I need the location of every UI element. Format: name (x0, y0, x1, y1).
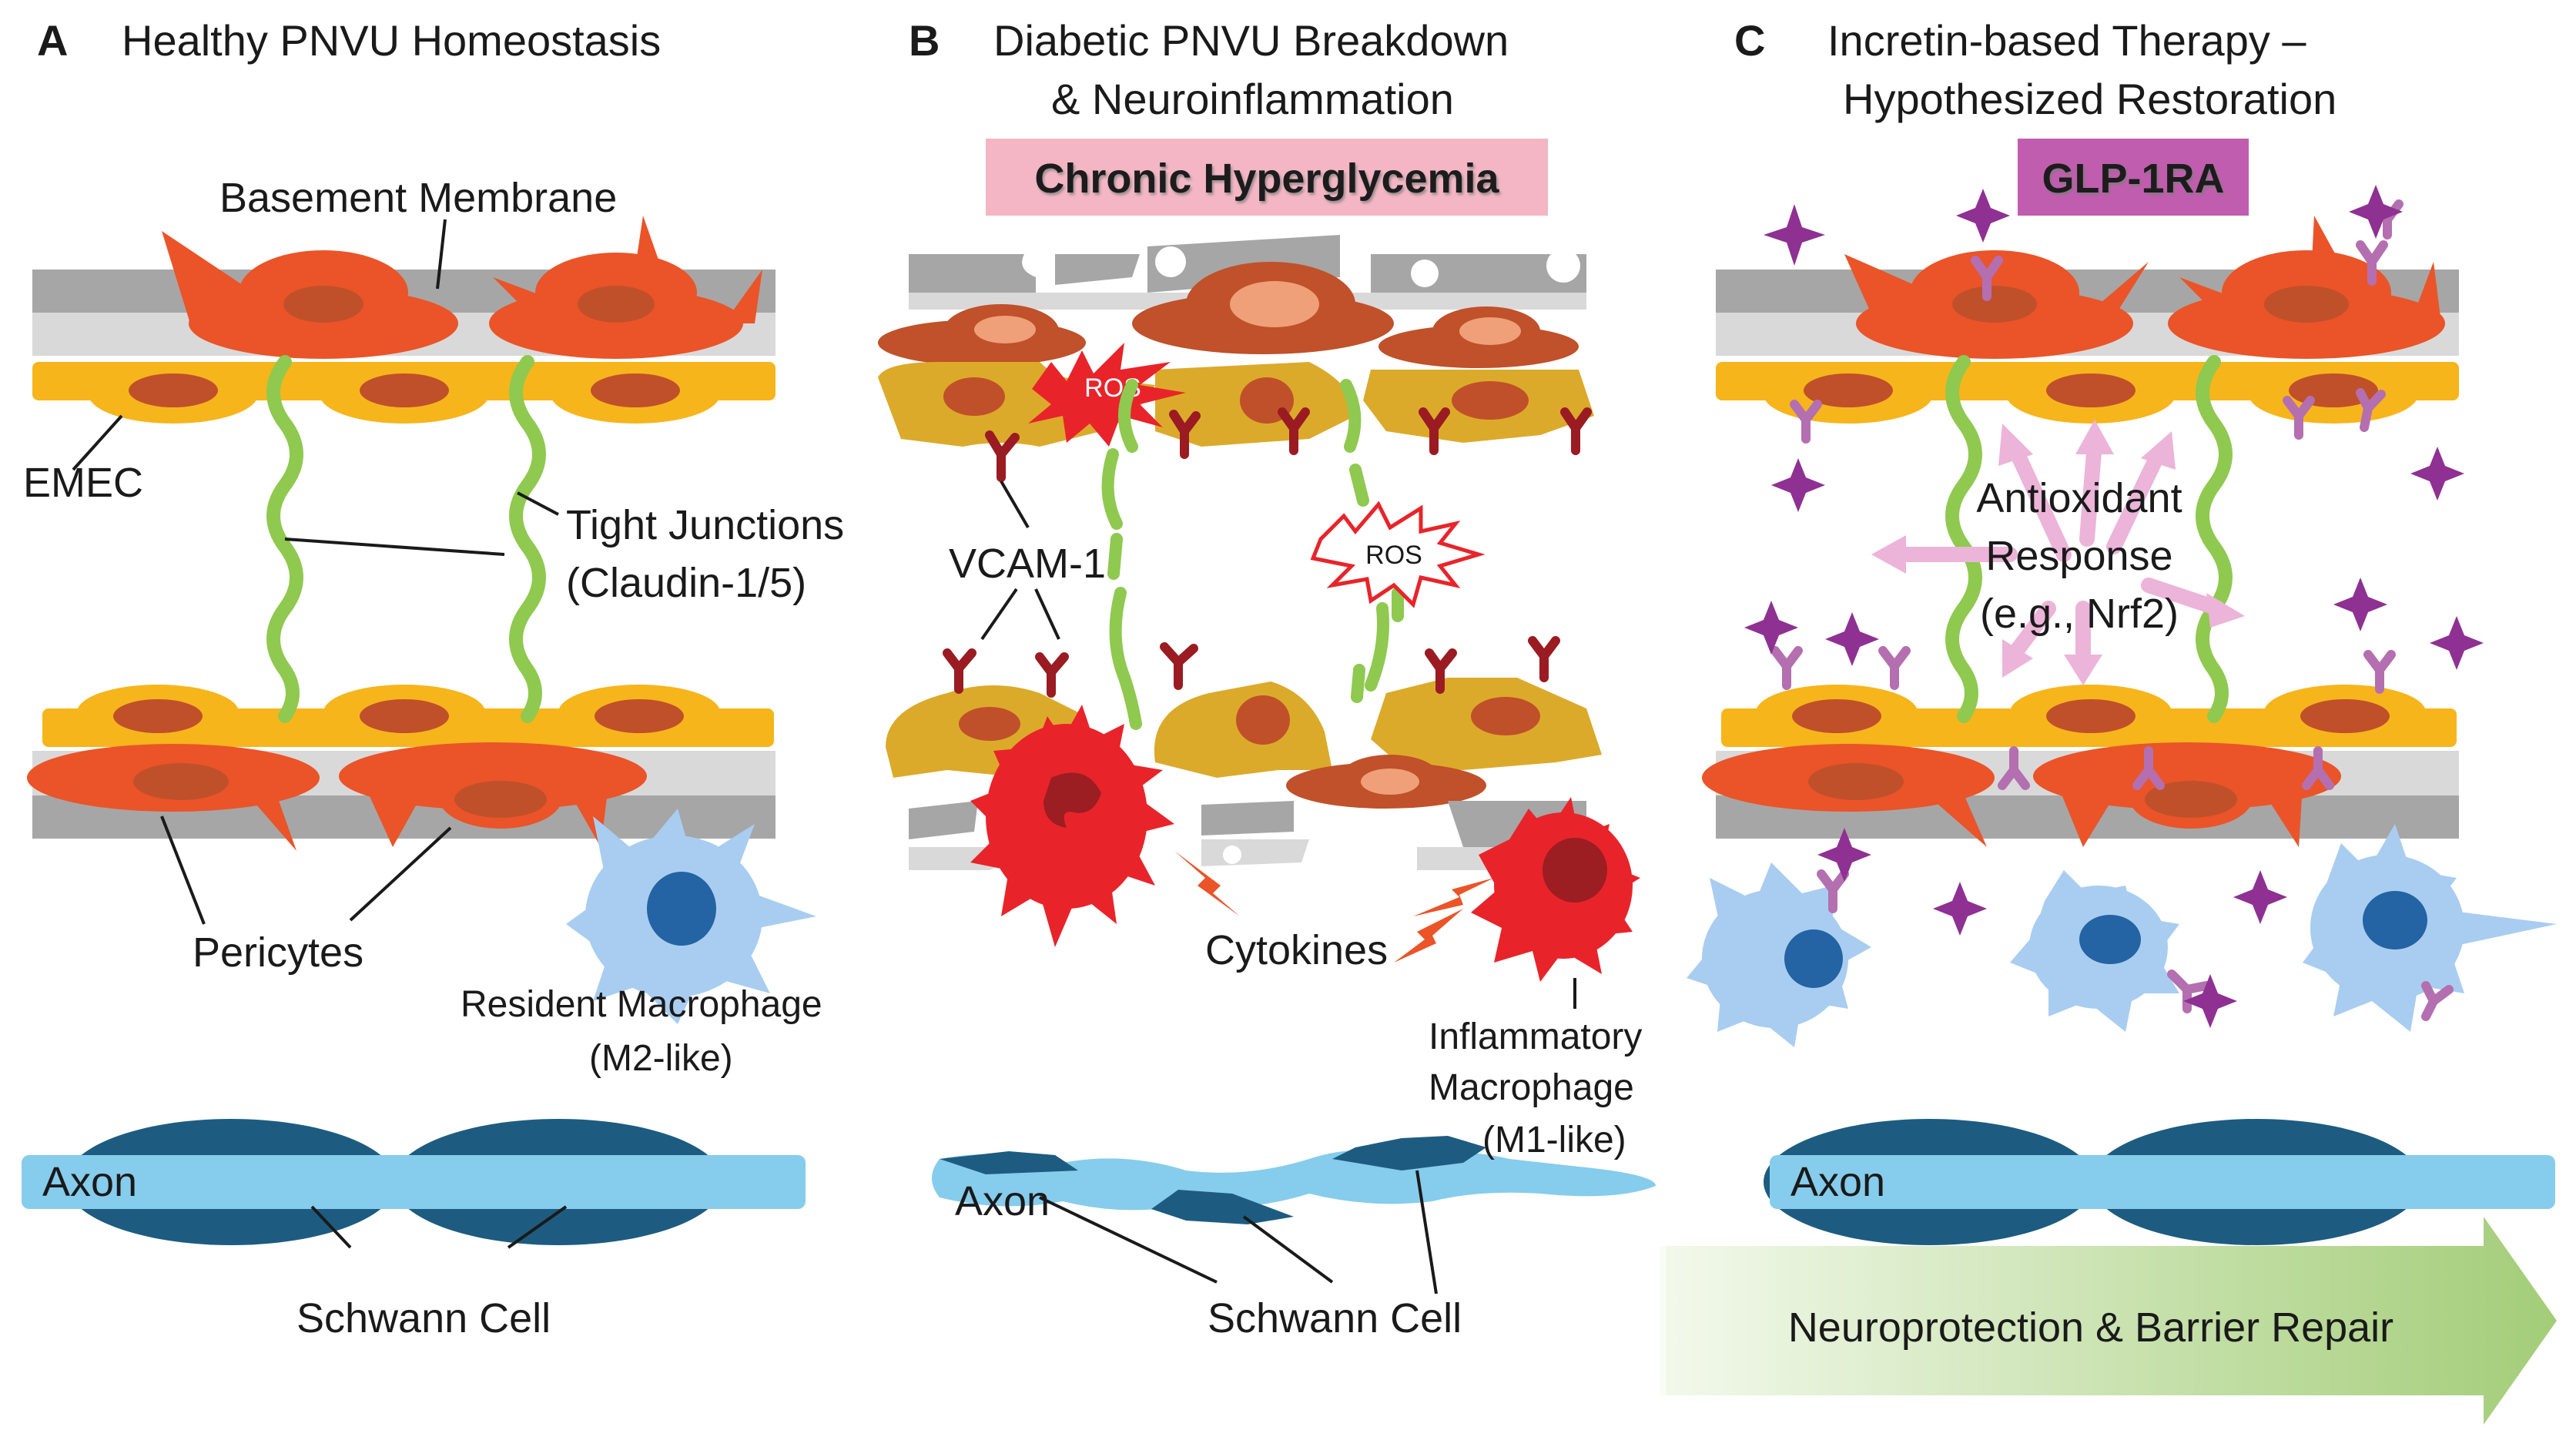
glp1ra-banner (2018, 139, 2249, 216)
axon-damaged-b (932, 1136, 1656, 1224)
restored-macrophage-left (1687, 862, 1871, 1047)
axon-restored-c (1764, 1119, 2555, 1245)
restored-macrophage-middle (2010, 870, 2179, 1032)
panel-c-title-line1: Incretin-based Therapy – (1827, 16, 2306, 65)
glp1ra-banner-label: GLP-1RA (2042, 156, 2224, 202)
ros-burst-2: ROS (1310, 501, 1486, 608)
panel-c: C Incretin-based Therapy – Hypothesized … (1660, 16, 2557, 1425)
cytokine-bolts (1174, 851, 1494, 963)
label-cytokines: Cytokines (1205, 927, 1388, 973)
antioxidant-arrows (1887, 435, 2226, 670)
label-pericytes: Pericytes (193, 929, 363, 976)
tight-junction-left (266, 355, 303, 723)
damaged-pericytes-top (878, 262, 1579, 368)
outcome-arrow (1660, 1217, 2557, 1425)
tight-junction-right (509, 355, 546, 723)
hyperglycemia-banner-label: Chronic Hyperglycemia (1034, 156, 1499, 202)
damaged-pericyte-bottom (1286, 755, 1486, 809)
label-macrophage: Macrophage (1429, 1067, 1634, 1108)
panel-c-title-line2: Hypothesized Restoration (1843, 75, 2336, 123)
label-m2-like: (M2-like) (589, 1038, 733, 1079)
axon-bar-c (1770, 1155, 2555, 1209)
label-emec: EMEC (23, 460, 143, 506)
panel-a: A Healthy PNVU Homeostasis (22, 16, 844, 1341)
damaged-emec-bottom (886, 678, 1602, 778)
panel-b-title-line1: Diabetic PNVU Breakdown (993, 16, 1509, 65)
label-m1-like: (M1-like) (1482, 1120, 1626, 1160)
pericyte-top-left (162, 231, 458, 359)
label-basement-membrane: Basement Membrane (219, 175, 617, 221)
resident-macrophage (566, 809, 816, 1024)
restored-emec-nuclei-top (1804, 373, 2378, 407)
pericyte-top-right (489, 216, 762, 359)
restored-emec-nuclei-bottom (1792, 699, 2390, 733)
panel-a-title: Healthy PNVU Homeostasis (122, 16, 661, 65)
label-nrf2: (e.g., Nrf2) (1980, 591, 2179, 637)
axon-healthy-a (22, 1119, 806, 1245)
label-axon-c: Axon (1790, 1159, 1885, 1205)
panel-c-letter: C (1734, 16, 1765, 65)
pericyte-bottom-left (27, 744, 320, 851)
label-axon-a: Axon (42, 1159, 137, 1205)
label-inflammatory: Inflammatory (1429, 1016, 1642, 1057)
pericyte-bottom-right (339, 742, 647, 847)
schwann-fragment-2 (1151, 1190, 1294, 1224)
restored-pericyte-bottom-left (1702, 744, 1995, 847)
panel-b-letter: B (909, 16, 940, 65)
m1-macrophage-left (970, 705, 1174, 947)
glp1-receptors (1770, 199, 2454, 1021)
vcam-receptors-bottom (943, 636, 1560, 698)
label-antioxidant: Antioxidant (1976, 475, 2182, 521)
label-vcam: VCAM-1 (949, 541, 1106, 587)
broken-tight-junctions (1101, 379, 1404, 730)
label-claudin: (Claudin-1/5) (566, 560, 806, 606)
restored-pericyte-top-left (1844, 250, 2149, 359)
antioxidant-arrowheads (1871, 420, 2245, 685)
emec-nuclei-bottom (113, 699, 684, 733)
emec-nuclei-top (129, 373, 680, 407)
label-schwann-b: Schwann Cell (1208, 1295, 1462, 1341)
restored-pericyte-bottom-right (2033, 742, 2341, 847)
label-schwann-a: Schwann Cell (296, 1295, 551, 1341)
m1-macrophage-right (1471, 797, 1640, 982)
restored-tight-junction-right (2196, 355, 2233, 723)
panel-a-letter: A (37, 16, 68, 65)
restored-pericyte-top-right (2168, 216, 2445, 359)
label-tight-junctions: Tight Junctions (566, 502, 844, 548)
panel-b: B Diabetic PNVU Breakdown & Neuroinflamm… (878, 16, 1656, 1341)
leader-lines-a (72, 219, 568, 1249)
label-outcome: Neuroprotection & Barrier Repair (1788, 1304, 2393, 1351)
label-resident-macrophage: Resident Macrophage (461, 984, 822, 1025)
restored-macrophage-right (2303, 824, 2557, 1032)
schwann-fragment-1 (940, 1151, 1078, 1174)
hyperglycemia-banner (986, 139, 1548, 216)
fragmented-membrane-top (909, 235, 1586, 310)
vcam-receptors-top (985, 407, 1592, 482)
label-axon-b: Axon (955, 1178, 1050, 1224)
axon-bar-a (22, 1155, 806, 1209)
ros-label-2: ROS (1365, 541, 1422, 570)
schwann-fragment-3 (1332, 1136, 1486, 1170)
panel-b-title-line2: & Neuroinflammation (1051, 75, 1454, 123)
restored-tight-junction-left (1945, 355, 1982, 723)
label-response: Response (1985, 533, 2172, 579)
glp1ra-molecules (1744, 185, 2484, 1028)
leader-lines-b (980, 480, 1576, 1294)
